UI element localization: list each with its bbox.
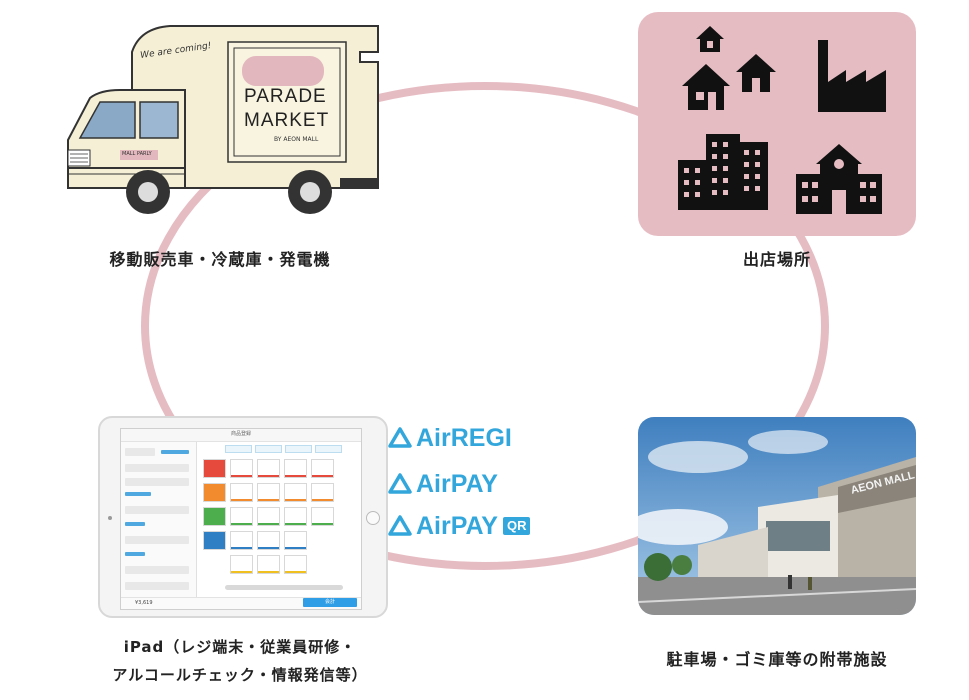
ipad-camera [108,516,112,520]
product-tile [284,459,307,478]
product-tile [230,531,253,550]
product-tile [257,507,280,526]
checkout-button: 会計 [303,598,357,607]
screen-header: 商品登録 [121,429,361,442]
airregi-text: AirREGI [416,423,512,452]
order-row [125,464,189,472]
caption-ipad-line1: iPad（レジ端末・従業員研修・ [123,638,357,656]
facility-photo: AEON MALL [638,417,916,615]
order-total: ¥3,619 [135,600,153,606]
locations-card [638,12,916,236]
order-panel [121,442,197,609]
house-icon [682,26,776,110]
product-tile [203,507,226,526]
product-tile [203,483,226,502]
order-row [125,506,189,514]
airpay-logo: AirPAY [388,470,498,498]
product-tile [284,483,307,502]
product-tile [203,531,226,550]
caption-locations: 出店場所 [742,250,811,269]
order-row [125,566,189,574]
screen-title: 商品登録 [230,431,251,437]
school-icon [796,144,882,214]
category-tab [315,445,342,453]
air-triangle-icon [388,427,412,448]
category-tab [285,445,312,453]
airpay-text: AirPAY [416,469,498,498]
airregi-logo: AirREGI [388,424,512,452]
order-row-highlight [125,552,145,556]
category-tabs [203,445,355,453]
truck-logo-line1: PARADE [244,86,327,107]
product-tile [257,555,280,574]
apartment-building-icon [678,134,768,210]
product-tile [284,507,307,526]
screen-bottom-bar [121,597,361,609]
order-row [125,448,155,456]
product-tile [257,483,280,502]
order-row-highlight [125,522,145,526]
airpay-qr-logo: AirPAY QR [388,511,531,540]
truck-logo-line2: MARKET [244,110,330,131]
product-tile [284,531,307,550]
product-tile [230,507,253,526]
product-tile [230,483,253,502]
qr-badge: QR [502,517,531,535]
ipad-screen: 商品登録 [120,428,362,610]
product-tile [257,531,280,550]
product-tile [311,507,334,526]
airpay-qr-text: AirPAY [416,511,498,540]
truck-byline: BY AEON MALL [274,136,319,143]
truck-door-sign: MALL PARLY [122,151,152,157]
product-tile [284,555,307,574]
category-tab [225,445,252,453]
product-tile [230,459,253,478]
product-tile [203,459,226,478]
caption-facility: 駐車場・ゴミ庫等の附帯施設 [666,650,888,669]
factory-icon [818,40,886,112]
order-row-highlight [161,450,189,454]
order-row-highlight [125,492,151,496]
mobile-sales-truck: We are coming! PARADE MARKET BY AEON MAL… [60,10,380,240]
caption-ipad-line2: アルコールチェック・情報発信等） [112,666,368,684]
grid-scrollbar [225,585,343,590]
category-tab [255,445,282,453]
product-tile [257,459,280,478]
air-triangle-icon [388,473,412,494]
ipad-device: 商品登録 [98,416,388,618]
checkout-label: 会計 [324,599,335,605]
product-tile [311,483,334,502]
product-tile [311,459,334,478]
ipad-home-button [366,511,380,525]
caption-truck: 移動販売車・冷蔵庫・発電機 [109,250,331,269]
air-triangle-icon [388,515,412,536]
product-tile [230,555,253,574]
order-row [125,536,189,544]
product-grid [203,459,355,577]
order-row [125,478,189,486]
order-row [125,582,189,590]
